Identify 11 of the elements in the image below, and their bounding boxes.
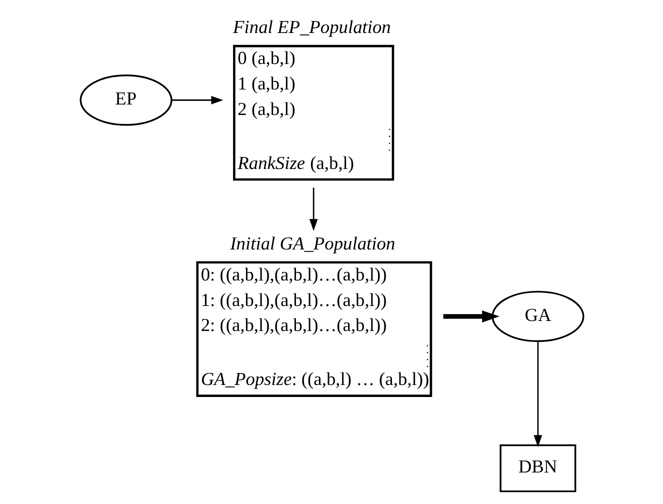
node-label: Initial GA_Population	[230, 233, 395, 254]
arrow	[533, 341, 542, 448]
node-box: DBN	[499, 444, 576, 492]
node-box: 0 (a,b,l) 1 (a,b,l) 2 (a,b,l) RankSize (a,b,l)	[232, 44, 394, 181]
arrow	[171, 96, 223, 104]
node-ellipse: EP	[79, 74, 172, 126]
node-ellipse: GA	[491, 290, 584, 342]
arrow	[308, 188, 318, 231]
arrow	[442, 310, 499, 322]
node-box: 0: ((a,b,l),(a,b,l)…(a,b,l)) 1: ((a,b,l),(a,b,l)…(a,b,l)) 2: ((a,b,l),(a,b,l)…(a,b,l)) GA_Popsize: ((a,b,l) … (a,b,l))	[196, 261, 432, 397]
node-label: Final EP_Population	[232, 17, 390, 38]
